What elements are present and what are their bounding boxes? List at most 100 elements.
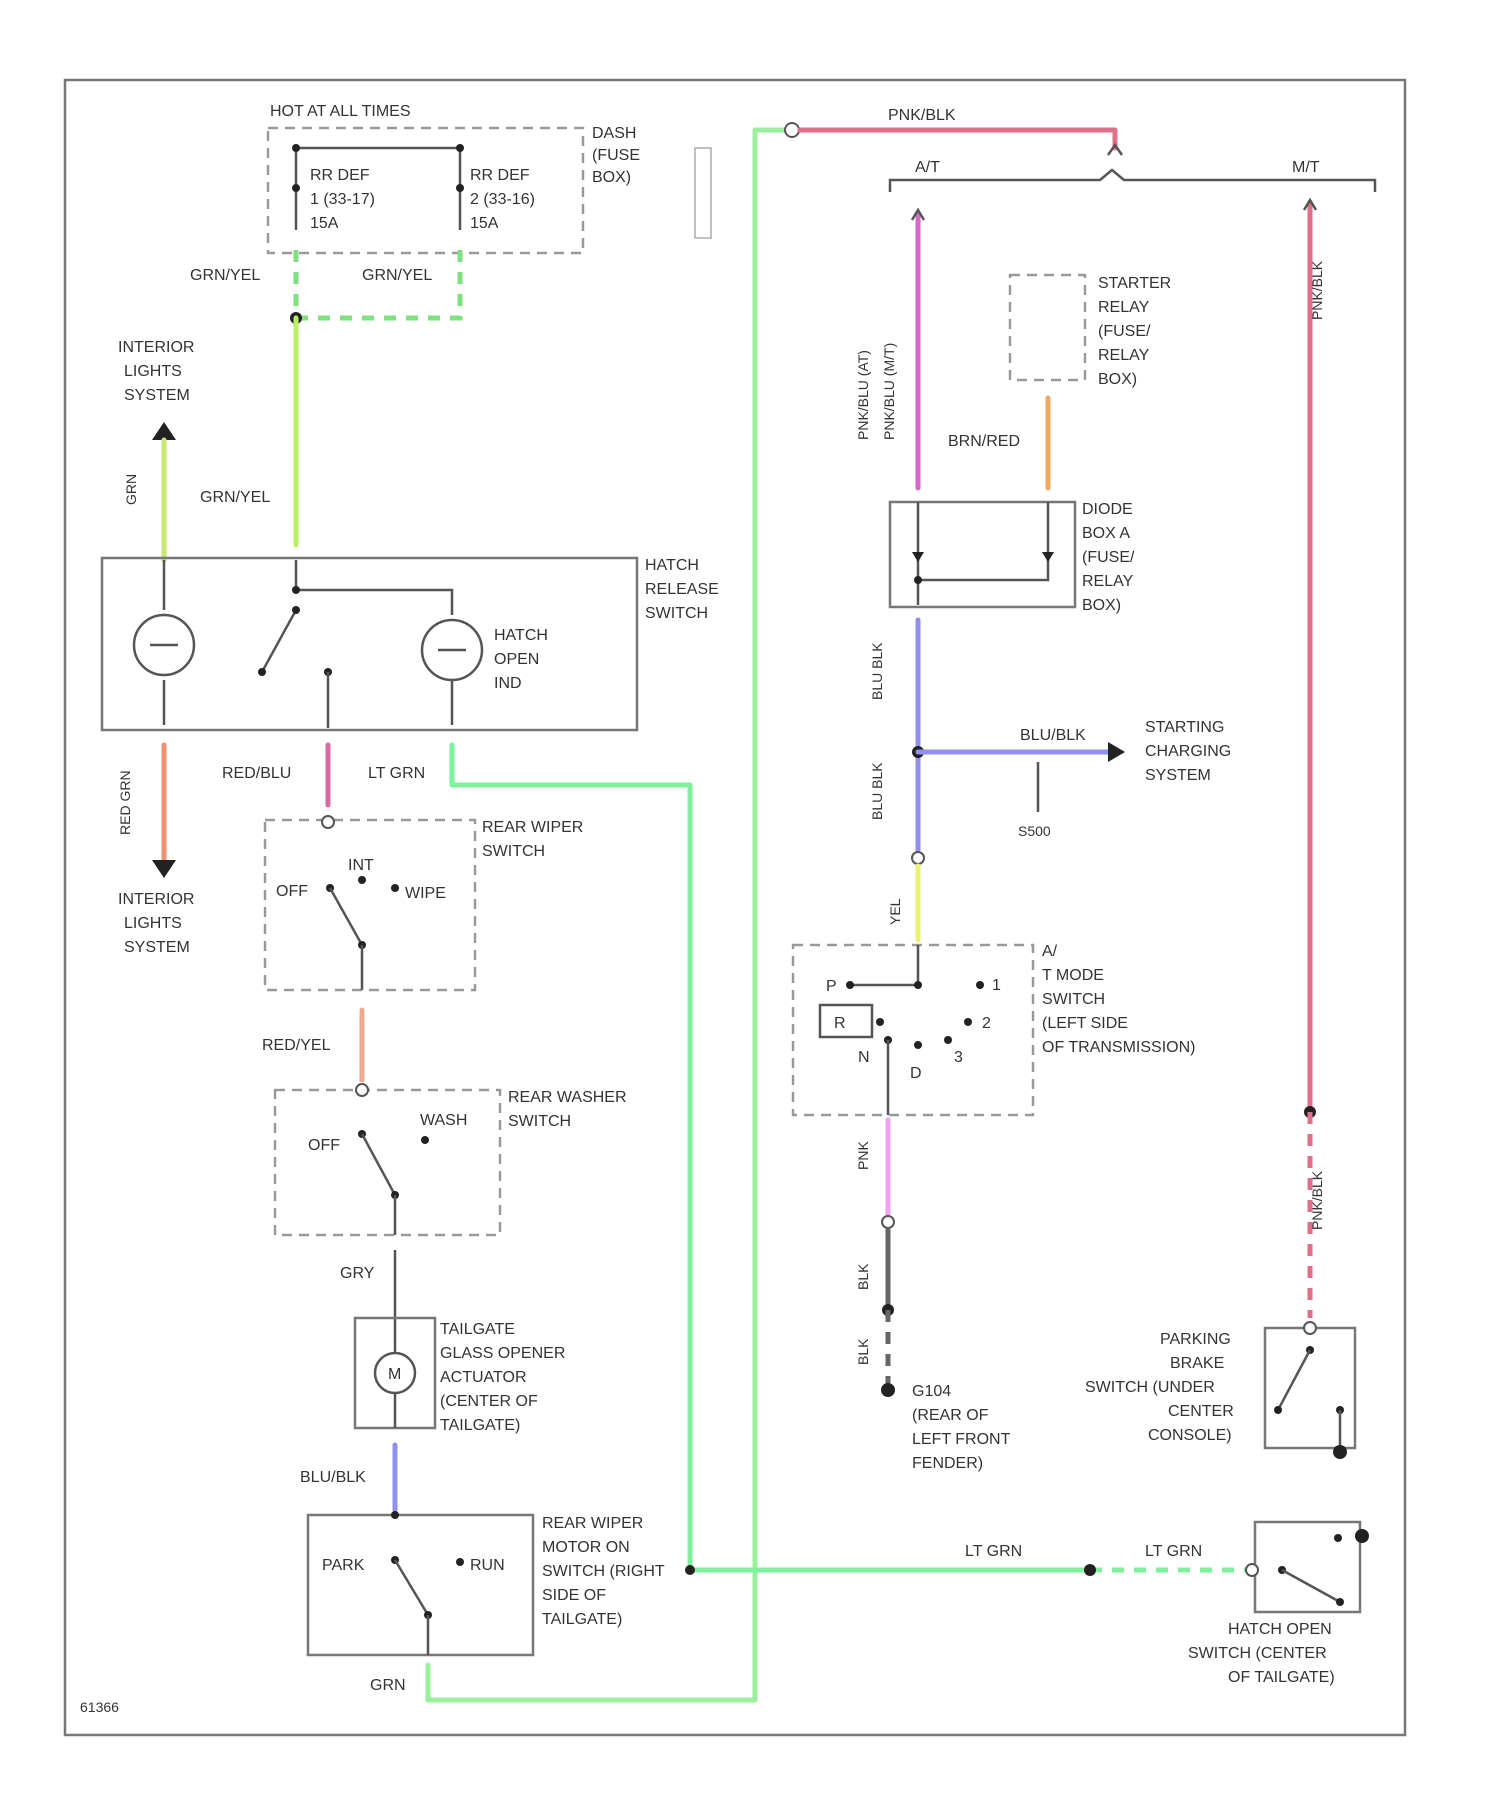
parking-brake-2: BRAKE [1170, 1355, 1224, 1372]
washer-switch-blade [362, 1134, 395, 1195]
wire-pnk-blk-top [800, 130, 1115, 148]
hatch-release-switch [102, 558, 637, 730]
hatch-open-switch-1: HATCH OPEN [1228, 1621, 1332, 1638]
fuse-2-icon [456, 184, 464, 192]
parking-brake-blade [1278, 1350, 1310, 1410]
diode-box-1: DIODE [1082, 501, 1133, 518]
tailgate-label-1: TAILGATE [440, 1321, 515, 1338]
diode-box-5: BOX) [1082, 597, 1121, 614]
hatch-release-label-1: HATCH [645, 557, 699, 574]
hatch-open-ind-3: IND [494, 675, 522, 692]
at-mode-1: A/ [1042, 943, 1058, 960]
rear-washer-label-2: SWITCH [508, 1113, 571, 1130]
wipe-label: WIPE [405, 885, 446, 902]
red-yel-label: RED/YEL [262, 1037, 331, 1054]
interior-lights-top-1: INTERIOR [118, 339, 194, 356]
gear-1: 1 [992, 977, 1001, 994]
blk-v-label-2: BLK [855, 1338, 871, 1365]
rr-def-2-label-1: RR DEF [470, 167, 530, 184]
hatch-open-switch [1255, 1522, 1360, 1612]
parking-brake-4: CENTER [1168, 1403, 1234, 1420]
dash-fuse-box-label-1: DASH [592, 125, 636, 142]
wire-grn-loop [428, 130, 790, 1700]
at-mode-switch [793, 945, 1033, 1115]
ground-parking-brake-icon [1333, 1445, 1347, 1459]
pnk-blu-at-label: PNK/BLU (AT) [855, 350, 871, 440]
wire-grn-yel-2 [296, 250, 460, 318]
hatch-open-ind-1: HATCH [494, 627, 548, 644]
at-mode-3: SWITCH [1042, 991, 1105, 1008]
parking-brake-3: SWITCH (UNDER [1085, 1379, 1215, 1396]
red-blu-label: RED/BLU [222, 765, 291, 782]
starter-relay [1010, 275, 1085, 380]
rear-wiper-motor-2: MOTOR ON [542, 1539, 630, 1556]
wash-label: WASH [420, 1112, 467, 1129]
arrow-down-icon [152, 860, 176, 878]
tailgate-label-3: ACTUATOR [440, 1369, 527, 1386]
rear-wiper-motor-4: SIDE OF [542, 1587, 606, 1604]
hatch-open-ind-2: OPEN [494, 651, 539, 668]
grn-yel-label-left: GRN/YEL [190, 267, 260, 284]
hatch-open-switch-blade [1282, 1570, 1340, 1602]
rr-def-2-label-3: 15A [470, 215, 499, 232]
pnk-blk-label-top: PNK/BLK [888, 107, 956, 124]
int-label: INT [348, 857, 374, 874]
starting-charging-2: CHARGING [1145, 743, 1231, 760]
pnk-blk-v-label-2: PNK/BLK [1309, 1170, 1325, 1230]
starter-relay-5: BOX) [1098, 371, 1137, 388]
lt-grn-label-right: LT GRN [1145, 1543, 1202, 1560]
lt-grn-label-top: LT GRN [368, 765, 425, 782]
parking-brake-5: CONSOLE) [1148, 1427, 1232, 1444]
blu-blk-label-left: BLU/BLK [300, 1469, 366, 1486]
rr-def-1-label-1: RR DEF [310, 167, 370, 184]
diode-box-2: BOX A [1082, 525, 1130, 542]
blk-v-label-1: BLK [855, 1263, 871, 1290]
gry-label: GRY [340, 1265, 375, 1282]
blu-blk-v-label-2: BLU BLK [869, 762, 885, 820]
diagram-code: 61366 [80, 1699, 119, 1715]
at-mode-4: (LEFT SIDE [1042, 1015, 1128, 1032]
pnk-v-label: PNK [855, 1141, 871, 1170]
grn-label-bottom: GRN [370, 1677, 406, 1694]
at-mode-2: T MODE [1042, 967, 1104, 984]
gear-3: 3 [954, 1049, 963, 1066]
lt-grn-label-mid: LT GRN [965, 1543, 1022, 1560]
rear-wiper-motor-5: TAILGATE) [542, 1611, 622, 1628]
rr-def-1-label-2: 1 (33-17) [310, 191, 375, 208]
hot-at-all-times-label: HOT AT ALL TIMES [270, 103, 411, 120]
red-grn-vertical-label: RED GRN [117, 770, 133, 835]
interior-lights-bottom-1: INTERIOR [118, 891, 194, 908]
arrow-up-icon [152, 422, 176, 440]
starter-relay-4: RELAY [1098, 347, 1150, 364]
pnk-blu-mt-label: PNK/BLU (M/T) [881, 343, 897, 440]
starter-relay-1: STARTER [1098, 275, 1171, 292]
at-mode-5: OF TRANSMISSION) [1042, 1039, 1196, 1056]
grn-vertical-label: GRN [123, 474, 139, 505]
starter-relay-3: (FUSE/ [1098, 323, 1151, 340]
dash-fuse-box-label-2: (FUSE [592, 147, 640, 164]
grn-yel-label-right: GRN/YEL [362, 267, 432, 284]
diode-box-3: (FUSE/ [1082, 549, 1135, 566]
gear-r: R [834, 1015, 846, 1032]
interior-lights-top-2: LIGHTS [124, 363, 182, 380]
mt-label: M/T [1292, 159, 1320, 176]
gear-2: 2 [982, 1015, 991, 1032]
gear-p: P [826, 978, 837, 995]
rear-wiper-label-2: SWITCH [482, 843, 545, 860]
g104-4: FENDER) [912, 1455, 983, 1472]
rear-wiper-switch [265, 820, 475, 990]
blu-blk-label-right: BLU/BLK [1020, 727, 1086, 744]
park-neutral-block [820, 1005, 872, 1037]
interior-lights-bottom-3: SYSTEM [124, 939, 190, 956]
connector-top [785, 123, 799, 137]
interior-lights-bottom-2: LIGHTS [124, 915, 182, 932]
dash-fuse-box-label-3: BOX) [592, 169, 631, 186]
parking-brake-1: PARKING [1160, 1331, 1231, 1348]
rear-wiper-motor-switch [308, 1515, 533, 1655]
diode-2-icon [1042, 552, 1054, 562]
rear-wiper-motor-3: SWITCH (RIGHT [542, 1563, 665, 1580]
blu-blk-v-label-1: BLU BLK [869, 642, 885, 700]
wire-lt-grn-1 [452, 745, 690, 1570]
at-label: A/T [915, 159, 940, 176]
starting-charging-1: STARTING [1145, 719, 1224, 736]
